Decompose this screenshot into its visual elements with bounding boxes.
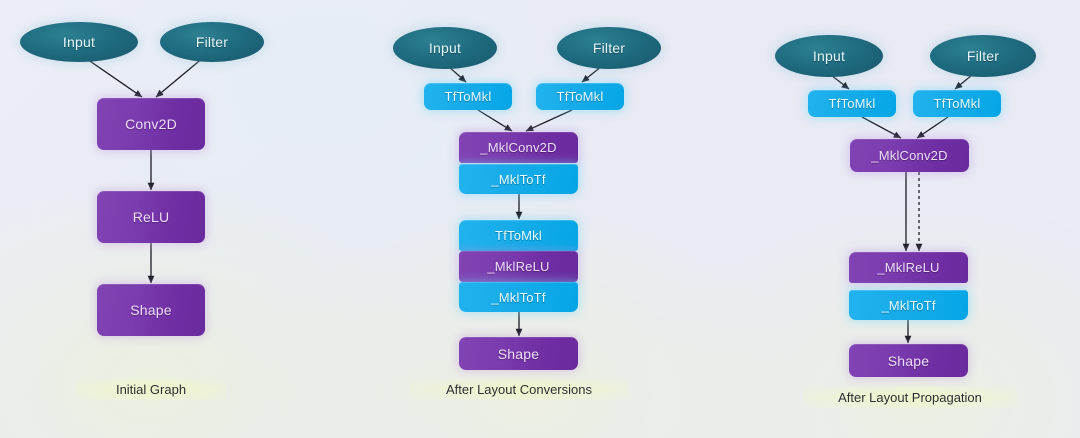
node-p2-tftomkl-3[interactable]: TfToMkl (459, 220, 578, 251)
edge-p3-tftomkl2-to-mklconv2d (916, 116, 949, 139)
edge-p2-tftomkl1-to-mklconv2d (477, 109, 513, 132)
node-p2-mklrelu[interactable]: _MklReLU (459, 251, 578, 282)
node-p2-tftomkl-2[interactable]: TfToMkl (536, 83, 624, 110)
node-p2-input[interactable]: Input (393, 27, 497, 69)
node-p2-mklconv2d[interactable]: _MklConv2D (459, 132, 578, 163)
node-p2-shape[interactable]: Shape (459, 337, 578, 370)
node-p3-input[interactable]: Input (775, 35, 883, 77)
node-p1-shape[interactable]: Shape (97, 284, 205, 336)
edge-p1-input-to-conv2d (83, 56, 143, 98)
node-p3-mkltotf[interactable]: _MklToTf (849, 290, 968, 320)
edge-p3-filter-to-tftomkl2 (954, 74, 973, 90)
node-p3-tftomkl-2[interactable]: TfToMkl (913, 90, 1001, 117)
node-p3-tftomkl-1[interactable]: TfToMkl (808, 90, 896, 117)
edge-p1-filter-to-conv2d (155, 56, 205, 98)
node-p2-tftomkl-1[interactable]: TfToMkl (424, 83, 512, 110)
edge-p3-input-to-tftomkl1 (830, 74, 850, 90)
node-p2-mkltotf-1[interactable]: _MklToTf (459, 164, 578, 194)
node-p3-mklconv2d[interactable]: _MklConv2D (850, 139, 969, 172)
node-p3-mklrelu[interactable]: _MklReLU (849, 252, 968, 283)
node-p1-conv2d[interactable]: Conv2D (97, 98, 205, 150)
caption-after-layout-propagation: After Layout Propagation (803, 387, 1017, 408)
node-p3-shape[interactable]: Shape (849, 344, 968, 377)
node-p2-filter[interactable]: Filter (557, 27, 661, 69)
edge-p2-tftomkl2-to-mklconv2d (525, 109, 573, 132)
node-p1-filter[interactable]: Filter (160, 22, 264, 62)
caption-after-layout-conversions: After Layout Conversions (410, 379, 628, 400)
edge-p3-tftomkl1-to-mklconv2d (861, 116, 902, 139)
caption-initial-graph: Initial Graph (76, 379, 226, 400)
node-p3-filter[interactable]: Filter (930, 35, 1036, 77)
node-p1-relu[interactable]: ReLU (97, 191, 205, 243)
node-p2-mkltotf-2[interactable]: _MklToTf (459, 282, 578, 312)
node-p1-input[interactable]: Input (20, 22, 138, 62)
